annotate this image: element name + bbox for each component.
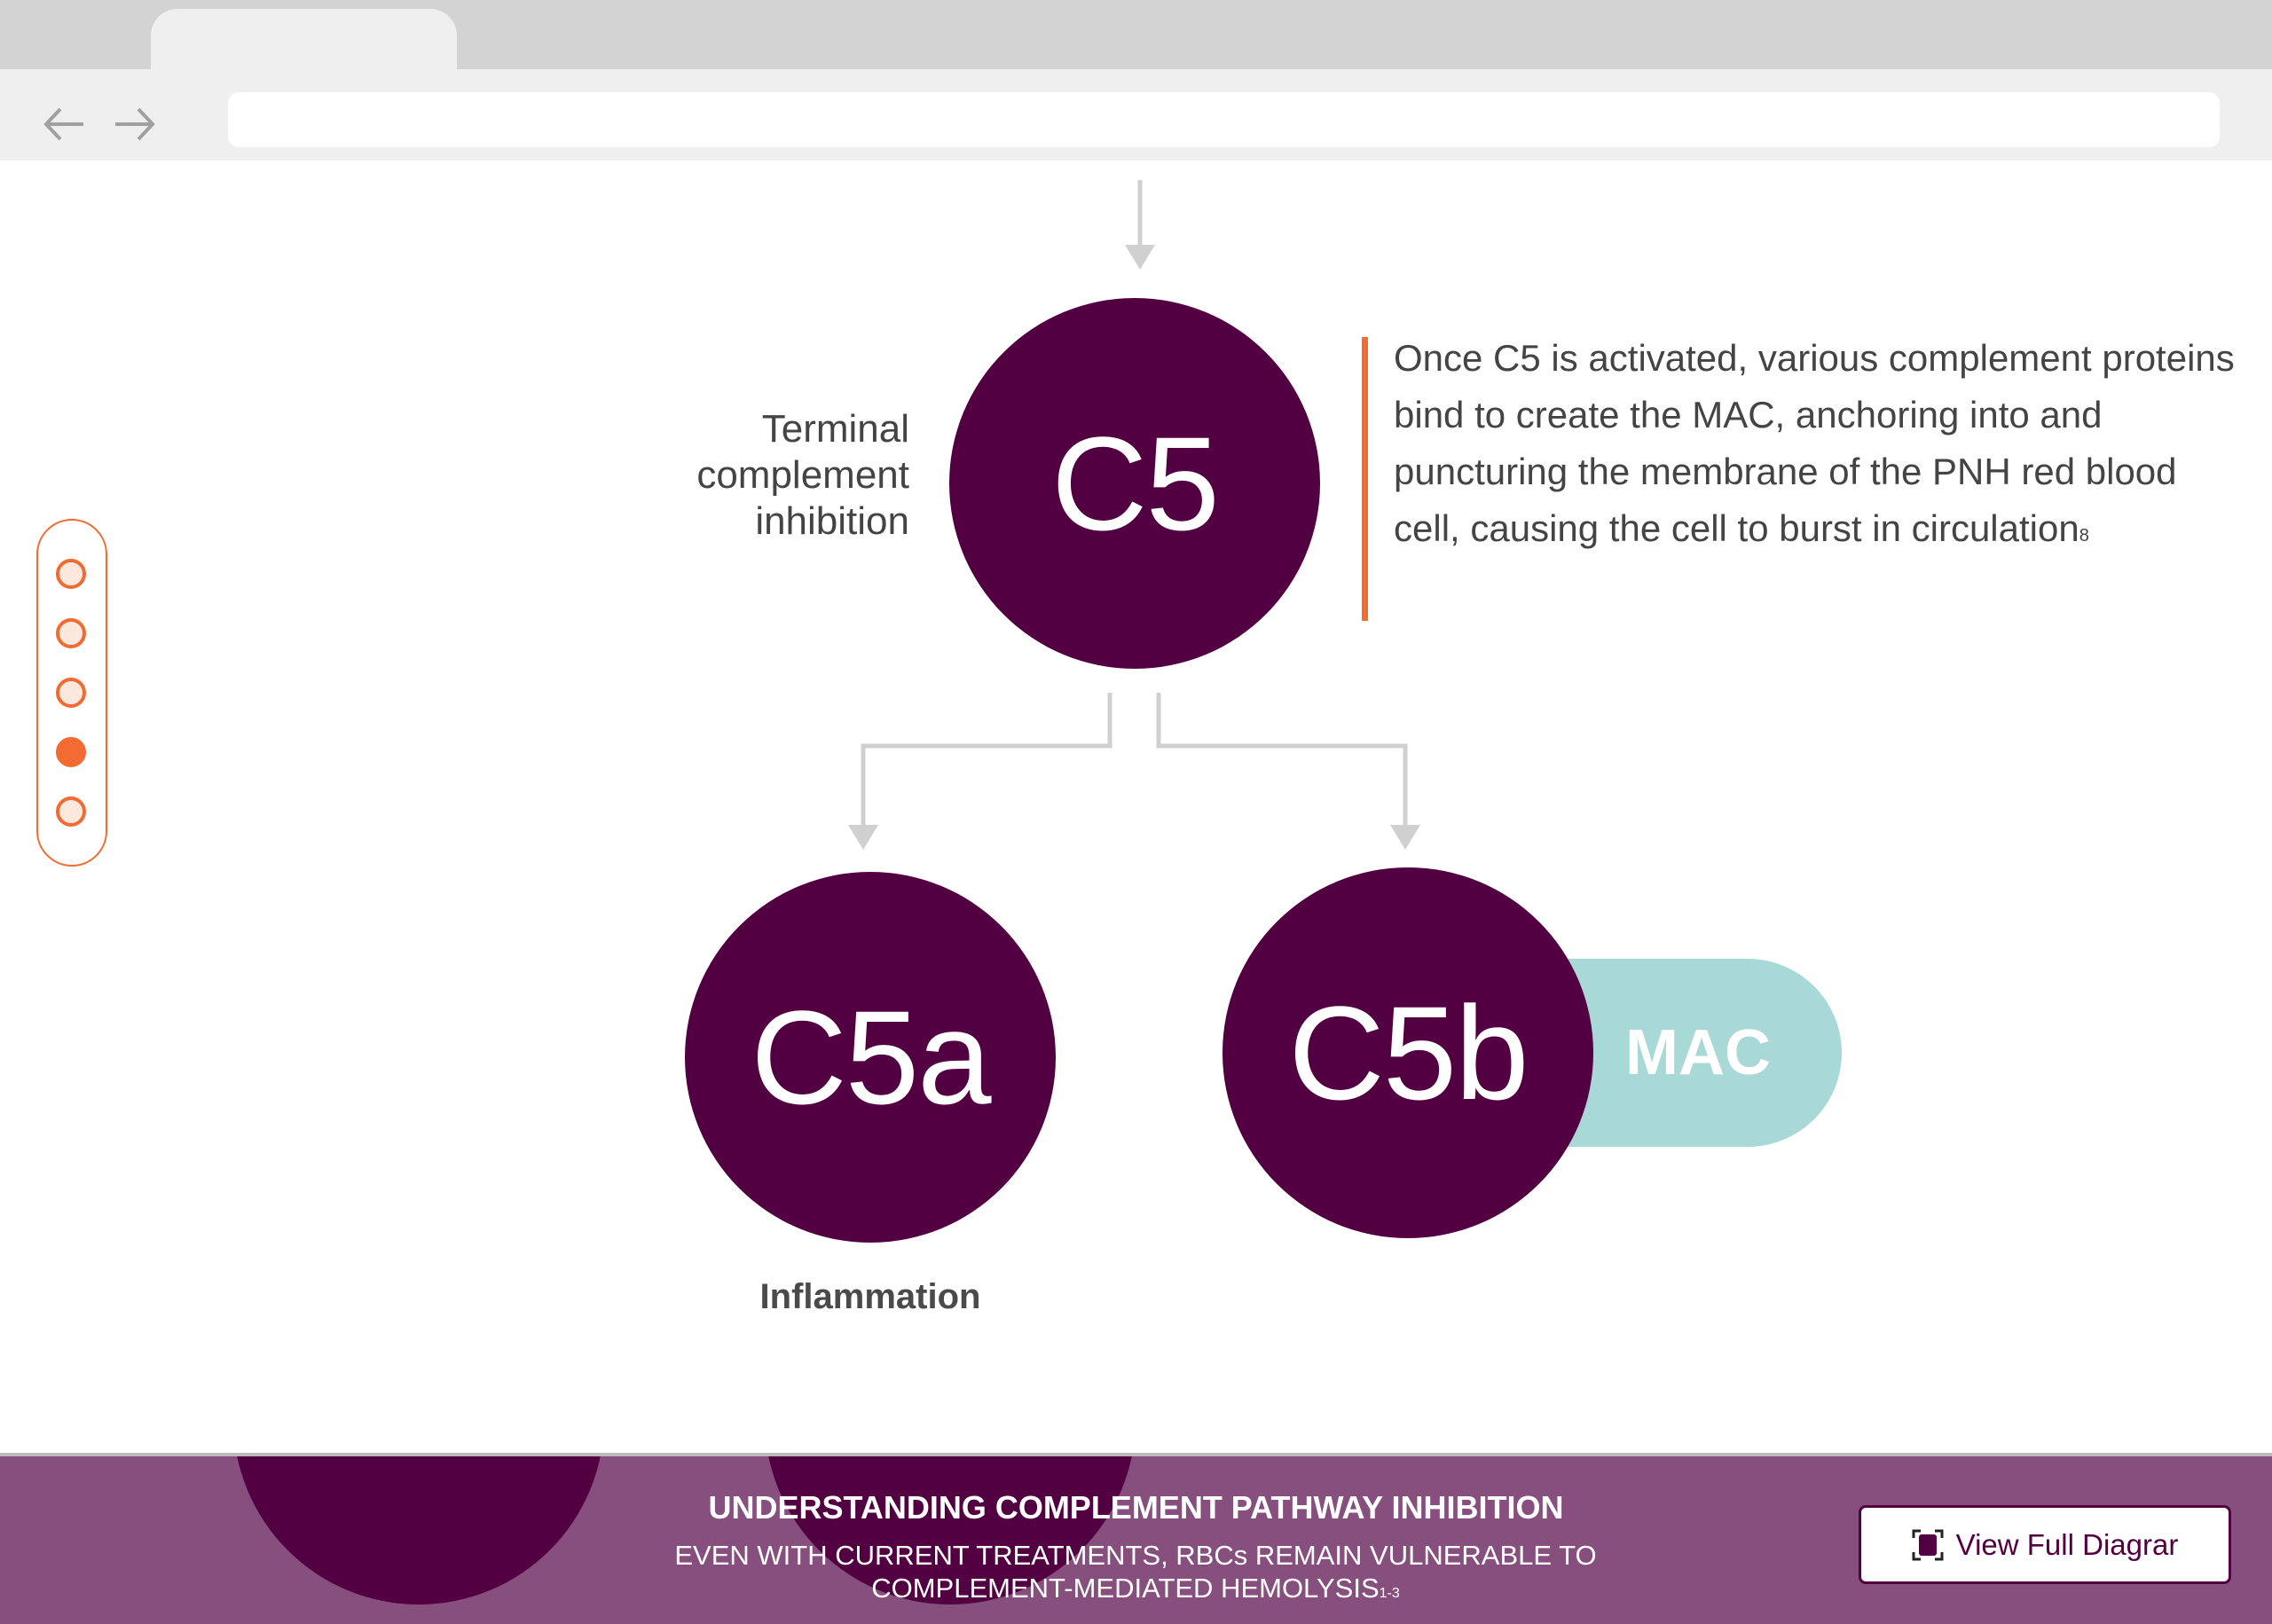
footer-subtitle: EVEN WITH CURRENT TREATMENTS, RBCs REMAI… bbox=[603, 1539, 1668, 1610]
description-text: Once C5 is activated, various complement… bbox=[1394, 337, 2235, 549]
label-line: complement bbox=[696, 453, 909, 497]
c5b-node: C5b bbox=[1222, 867, 1593, 1238]
footer-banner: UNDERSTANDING COMPLEMENT PATHWAY INHIBIT… bbox=[0, 1453, 2272, 1624]
label-line: Terminal bbox=[761, 407, 909, 451]
terminal-inhibition-label: Terminal complement inhibition bbox=[621, 406, 909, 545]
c5-node: C5 bbox=[949, 298, 1320, 669]
button-label: View Full Diagrar bbox=[1955, 1527, 2179, 1561]
c5b-label: C5b bbox=[1288, 977, 1529, 1127]
arrow-left-icon[interactable] bbox=[43, 106, 85, 142]
section-nav-dot-2[interactable] bbox=[56, 618, 86, 648]
arrow-right-icon[interactable] bbox=[114, 106, 156, 142]
c5a-preview-circle bbox=[233, 1456, 604, 1604]
c5a-node: C5a bbox=[685, 872, 1056, 1243]
footer-title: UNDERSTANDING COMPLEMENT PATHWAY INHIBIT… bbox=[708, 1489, 1564, 1526]
inflammation-label: Inflammation bbox=[759, 1277, 981, 1316]
accent-bar bbox=[1362, 337, 1368, 621]
c5-label: C5 bbox=[1051, 408, 1220, 558]
mac-pill: MAC bbox=[1544, 959, 1842, 1147]
reference: 1-3 bbox=[1379, 1586, 1400, 1601]
section-nav-dot-3[interactable] bbox=[56, 678, 86, 708]
section-nav-dot-5[interactable] bbox=[56, 796, 86, 827]
section-nav bbox=[36, 519, 107, 867]
section-nav-dot-4-active[interactable] bbox=[56, 737, 86, 767]
browser-tab[interactable] bbox=[151, 9, 457, 71]
c5a-label: C5a bbox=[751, 982, 991, 1132]
connector-arrows bbox=[848, 180, 1420, 850]
address-bar[interactable] bbox=[228, 92, 2220, 147]
mac-label: MAC bbox=[1625, 1017, 1771, 1088]
expand-icon bbox=[1912, 1529, 1944, 1560]
c5-description: Once C5 is activated, various complement… bbox=[1394, 330, 2245, 564]
view-full-diagram-button[interactable]: View Full Diagrar bbox=[1859, 1505, 2231, 1584]
reference: 8 bbox=[2079, 526, 2089, 545]
subtitle-text: EVEN WITH CURRENT TREATMENTS, RBCs REMAI… bbox=[674, 1540, 1597, 1604]
section-nav-dot-1[interactable] bbox=[56, 559, 86, 589]
label-line: inhibition bbox=[755, 499, 909, 543]
